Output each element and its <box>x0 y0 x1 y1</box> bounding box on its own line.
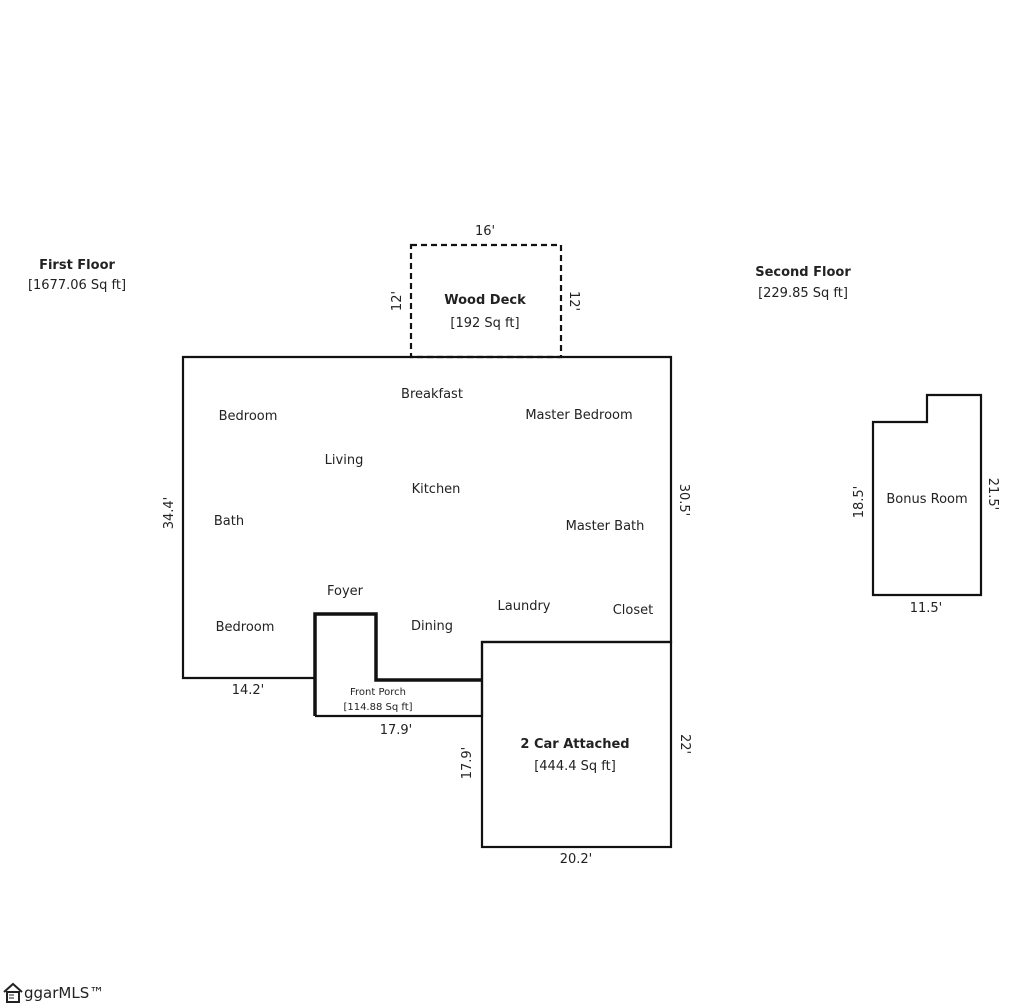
room-bonus: Bonus Room <box>886 492 967 507</box>
porch-width: 17.9' <box>380 723 413 738</box>
logo-text: ggarMLS™ <box>24 984 105 1002</box>
house-icon <box>3 982 23 1003</box>
porch-name: Front Porch <box>350 687 406 698</box>
bottom-left-dim: 14.2' <box>232 683 265 698</box>
deck-name: Wood Deck <box>444 293 526 308</box>
bonus-room-walls <box>871 393 983 597</box>
porch-area: [114.88 Sq ft] <box>343 702 412 713</box>
garage-area: [444.4 Sq ft] <box>534 759 616 774</box>
room-master-bath: Master Bath <box>566 519 645 534</box>
first-floor-area: [1677.06 Sq ft] <box>28 278 126 293</box>
main-left-dim: 34.4' <box>162 497 177 530</box>
bonus-right-dim: 21.5' <box>985 478 1000 511</box>
deck-depth-left: 12' <box>390 291 405 311</box>
room-bath: Bath <box>214 514 244 529</box>
room-laundry: Laundry <box>498 599 551 614</box>
garage-depth: 22' <box>677 734 692 754</box>
garage-name: 2 Car Attached <box>520 737 629 752</box>
garage-walls <box>480 640 673 849</box>
garage-left-dim: 17.9' <box>460 747 475 780</box>
room-bedroom-1: Bedroom <box>219 409 278 424</box>
room-bedroom-2: Bedroom <box>216 620 275 635</box>
main-right-dim: 30.5' <box>676 484 691 517</box>
first-floor-title: First Floor <box>39 258 115 273</box>
foyer-notch-walls <box>313 612 482 716</box>
bonus-bottom-dim: 11.5' <box>910 601 943 616</box>
deck-depth-right: 12' <box>566 291 581 311</box>
second-floor-title: Second Floor <box>755 265 851 280</box>
deck-width: 16' <box>475 224 495 239</box>
room-kitchen: Kitchen <box>412 482 461 497</box>
bonus-left-dim: 18.5' <box>852 486 867 519</box>
room-foyer: Foyer <box>327 584 364 599</box>
room-master-bedroom: Master Bedroom <box>525 408 632 423</box>
second-floor-area: [229.85 Sq ft] <box>758 286 848 301</box>
room-closet: Closet <box>613 603 654 618</box>
room-dining: Dining <box>411 619 453 634</box>
garage-width: 20.2' <box>560 852 593 867</box>
mls-logo: ggarMLS™ <box>2 981 104 1005</box>
room-breakfast: Breakfast <box>401 387 463 402</box>
room-living: Living <box>325 453 364 468</box>
deck-area: [192 Sq ft] <box>450 316 519 331</box>
wood-deck-outline <box>409 243 563 359</box>
